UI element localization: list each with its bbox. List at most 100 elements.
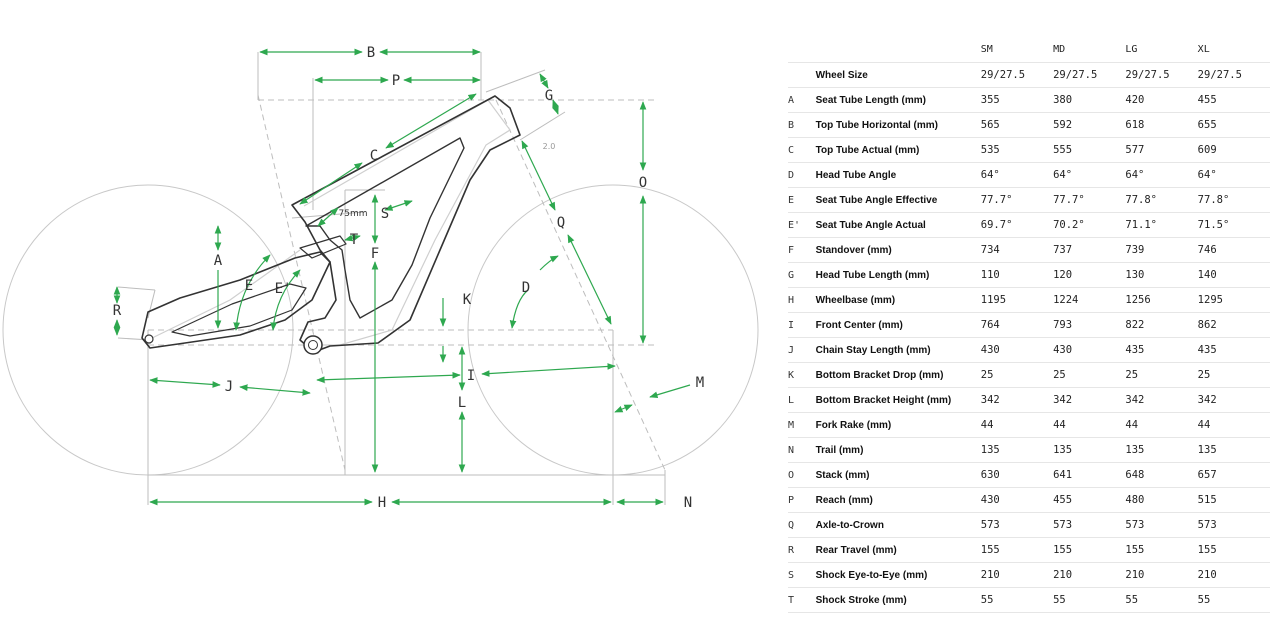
table-header-row: SM MD LG XL — [788, 36, 1270, 63]
row-value-sm: 25 — [980, 362, 1054, 388]
label-r: R — [113, 303, 122, 319]
row-key: H — [788, 287, 816, 313]
row-key: M — [788, 412, 816, 438]
row-value-lg: 155 — [1125, 537, 1198, 563]
geometry-svg: B P C G O Q S T F A E E' D K R J I L M H… — [2, 45, 759, 511]
row-value-sm: 135 — [980, 437, 1054, 463]
angle-arcs — [233, 254, 559, 331]
row-value-lg: 55 — [1125, 587, 1198, 613]
rear-axle — [144, 334, 154, 344]
label-d: D — [522, 280, 530, 296]
row-key: B — [788, 112, 816, 138]
row-label: Rear Travel (mm) — [815, 537, 981, 563]
label-s: S — [381, 206, 389, 222]
row-value-lg: 648 — [1125, 462, 1198, 488]
row-value-sm: 342 — [980, 387, 1054, 413]
row-value-xl: 573 — [1197, 512, 1270, 538]
spacer-note: 2.0 — [543, 142, 556, 151]
label-t: T — [350, 232, 359, 248]
row-value-md: 155 — [1053, 537, 1126, 563]
row-value-md: 573 — [1053, 512, 1126, 538]
row-value-xl: 135 — [1197, 437, 1270, 463]
label-g: G — [545, 88, 553, 104]
row-value-sm: 155 — [980, 537, 1054, 563]
row-value-lg: 210 — [1125, 562, 1198, 588]
row-label: Wheelbase (mm) — [815, 287, 981, 313]
row-value-xl: 25 — [1197, 362, 1270, 388]
row-value-lg: 135 — [1125, 437, 1198, 463]
row-value-xl: 77.8° — [1197, 187, 1270, 213]
row-key: E — [788, 187, 816, 213]
row-value-sm: 430 — [980, 337, 1054, 363]
row-value-lg: 420 — [1125, 87, 1198, 113]
row-key — [788, 62, 816, 88]
row-value-md: 44 — [1053, 412, 1126, 438]
label-j: J — [225, 379, 233, 395]
row-value-xl: 342 — [1197, 387, 1270, 413]
row-key: C — [788, 137, 816, 163]
row-label: Shock Eye-to-Eye (mm) — [815, 562, 981, 588]
row-value-md: 77.7° — [1053, 187, 1126, 213]
geometry-diagram: B P C G O Q S T F A E E' D K R J I L M H… — [2, 45, 759, 511]
label-l: L — [458, 395, 466, 411]
row-value-sm: 764 — [980, 312, 1054, 338]
row-key: D — [788, 162, 816, 188]
row-value-sm: 110 — [980, 262, 1054, 288]
label-o: O — [639, 175, 647, 191]
row-value-sm: 1195 — [980, 287, 1054, 313]
row-value-md: 737 — [1053, 237, 1126, 263]
row-label: Axle-to-Crown — [815, 512, 981, 538]
row-key: R — [788, 537, 816, 563]
row-value-md: 64° — [1053, 162, 1126, 188]
label-m: M — [696, 375, 704, 391]
label-k: K — [463, 292, 472, 308]
row-key: F — [788, 237, 816, 263]
row-value-md: 25 — [1053, 362, 1126, 388]
row-label: Stack (mm) — [815, 462, 981, 488]
row-value-lg: 44 — [1125, 412, 1198, 438]
header-key — [788, 36, 816, 63]
row-key: Q — [788, 512, 816, 538]
row-value-md: 380 — [1053, 87, 1126, 113]
row-label: Reach (mm) — [815, 487, 981, 513]
header-label — [815, 36, 981, 63]
row-value-lg: 739 — [1125, 237, 1198, 263]
header-size-lg: LG — [1125, 36, 1198, 63]
row-value-lg: 435 — [1125, 337, 1198, 363]
row-key: E' — [788, 212, 816, 238]
row-value-sm: 734 — [980, 237, 1054, 263]
row-key: G — [788, 262, 816, 288]
row-label: Fork Rake (mm) — [815, 412, 981, 438]
label-f: F — [371, 246, 379, 262]
row-value-lg: 480 — [1125, 487, 1198, 513]
row-label: Top Tube Horizontal (mm) — [815, 112, 981, 138]
row-value-sm: 355 — [980, 87, 1054, 113]
row-value-xl: 29/27.5 — [1197, 62, 1270, 88]
row-value-xl: 455 — [1197, 87, 1270, 113]
row-value-xl: 862 — [1197, 312, 1270, 338]
row-value-xl: 140 — [1197, 262, 1270, 288]
row-label: Bottom Bracket Drop (mm) — [815, 362, 981, 388]
row-value-xl: 435 — [1197, 337, 1270, 363]
row-value-md: 120 — [1053, 262, 1126, 288]
row-value-sm: 535 — [980, 137, 1054, 163]
row-value-xl: 655 — [1197, 112, 1270, 138]
row-key: O — [788, 462, 816, 488]
row-label: Front Center (mm) — [815, 312, 981, 338]
row-key: K — [788, 362, 816, 388]
row-value-lg: 64° — [1125, 162, 1198, 188]
row-key: S — [788, 562, 816, 588]
row-label: Top Tube Actual (mm) — [815, 137, 981, 163]
frame-ghost — [147, 99, 511, 346]
row-label: Bottom Bracket Height (mm) — [815, 387, 981, 413]
